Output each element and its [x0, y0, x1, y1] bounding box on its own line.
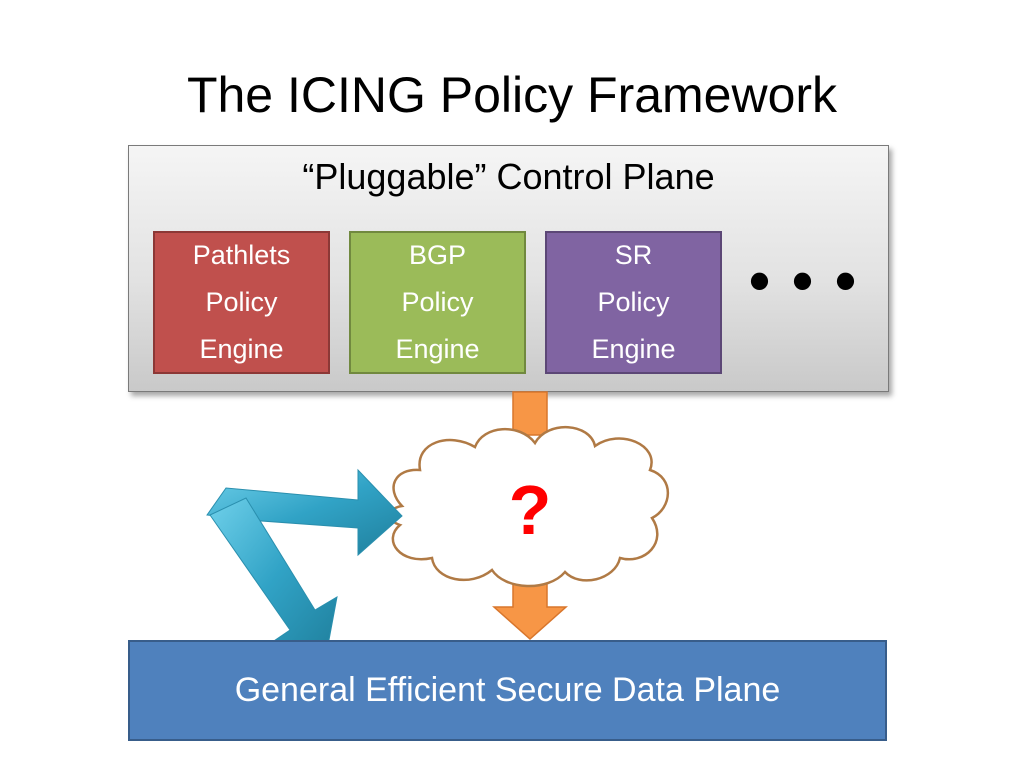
control-plane-title: “Pluggable” Control Plane — [302, 156, 715, 197]
engine-label-line: Engine — [395, 334, 480, 364]
engine-label-line: Policy — [205, 287, 278, 317]
engine-label-line: Pathlets — [192, 240, 291, 270]
bgp-policy-engine: BGP Policy Engine — [349, 231, 526, 374]
sr-policy-engine: SR Policy Engine — [545, 231, 722, 374]
engine-label-line: Engine — [591, 334, 676, 364]
orange-arrow-top — [512, 391, 548, 436]
data-plane-box: General Efficient Secure Data Plane — [128, 640, 887, 741]
engine-label-line: Policy — [401, 287, 474, 317]
question-mark: ? — [508, 471, 552, 549]
more-engines-ellipsis: ••• — [749, 247, 879, 314]
cloud-shape — [388, 426, 669, 588]
teal-arrow-to-data-plane — [209, 497, 338, 657]
engine-label-line: Engine — [199, 334, 284, 364]
slide-title: The ICING Policy Framework — [186, 67, 838, 123]
engine-label-line: SR — [614, 240, 653, 270]
engine-label-line: Policy — [597, 287, 670, 317]
control-plane-box: “Pluggable” Control Plane Pathlets Polic… — [128, 145, 889, 392]
teal-arrow-to-cloud — [206, 468, 403, 557]
engine-label-line: BGP — [408, 240, 467, 270]
pathlets-policy-engine: Pathlets Policy Engine — [153, 231, 330, 374]
